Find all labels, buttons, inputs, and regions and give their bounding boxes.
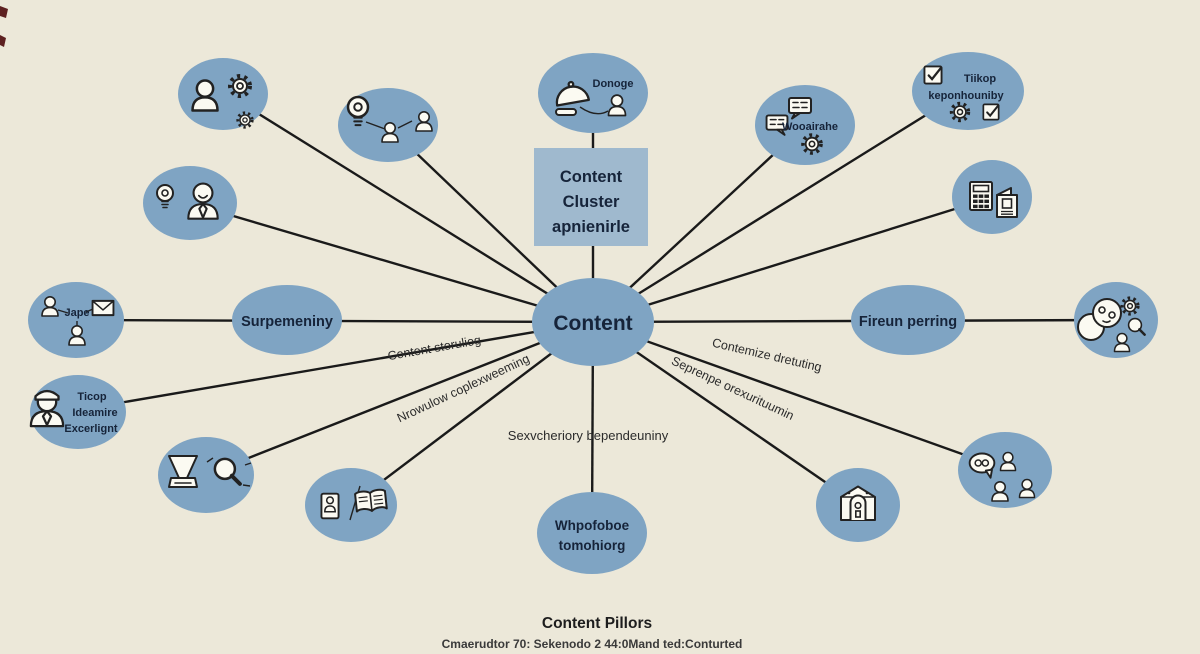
donoge-label: Donoge [593,78,634,90]
node-surpemeniny [232,285,342,355]
node-ellipses [28,52,1158,574]
badge-book-icon [320,485,388,521]
node-jape [28,282,124,358]
whpofoboe-label-line1: Whpofoboe [555,518,630,533]
node-hourglass-search [158,437,254,513]
node-idea-person [143,166,237,240]
node-fireun-perring [851,285,965,355]
ticop-label-line1: Ticop [77,391,106,403]
ticop-label-line3: Excerlignt [64,423,118,435]
node-badge-book [305,468,397,542]
cluster-box-line3: apnienirle [552,218,630,236]
edge-label-left-upper: Content storuliog [387,333,483,363]
cluster-box-line2: Cluster [563,193,620,211]
ticop-label-line2: Ideamire [72,407,117,419]
center-node-label: Content [553,312,632,335]
tiikop-label-line2: keponhouniby [928,90,1004,102]
edge-label-left-lower: Nrowulow coplexweeming [395,351,532,425]
surpemeniny-label: Surpemeniny [241,314,333,330]
node-whpofoboe [537,492,647,574]
node-wooairahe [755,85,855,165]
cluster-box-line1: Content [560,168,623,186]
node-person-gears [178,58,268,130]
edge-label-bottom-center: Sexvcheriory bependeuniny [508,428,669,443]
idea-network-icon [346,95,433,143]
caption-title: Content Pillors [542,615,652,632]
whpofoboe-label-line2: tomohiorg [559,538,626,553]
fireun-perring-label: Fireun perring [859,314,957,330]
hourglass-search-icon [168,455,252,488]
node-donoge [538,53,648,133]
edge-artifact-marks [0,6,8,47]
tiikop-label-line1: Tiikop [964,73,996,85]
edge-label-right-upper: Contemize dretuting [711,336,823,375]
cloche-person-icon [552,78,627,117]
cluster-box [534,148,648,246]
caption-subtitle: Cmaerudtor 70: Sekenodo 2 44:0Mand ted:C… [442,637,743,651]
center-node [532,278,654,366]
jape-label: Jape [64,307,89,319]
wooairahe-label: Wooairahe [782,121,838,133]
gears-search-icon [1077,296,1146,353]
people-mail-icon [41,295,115,346]
